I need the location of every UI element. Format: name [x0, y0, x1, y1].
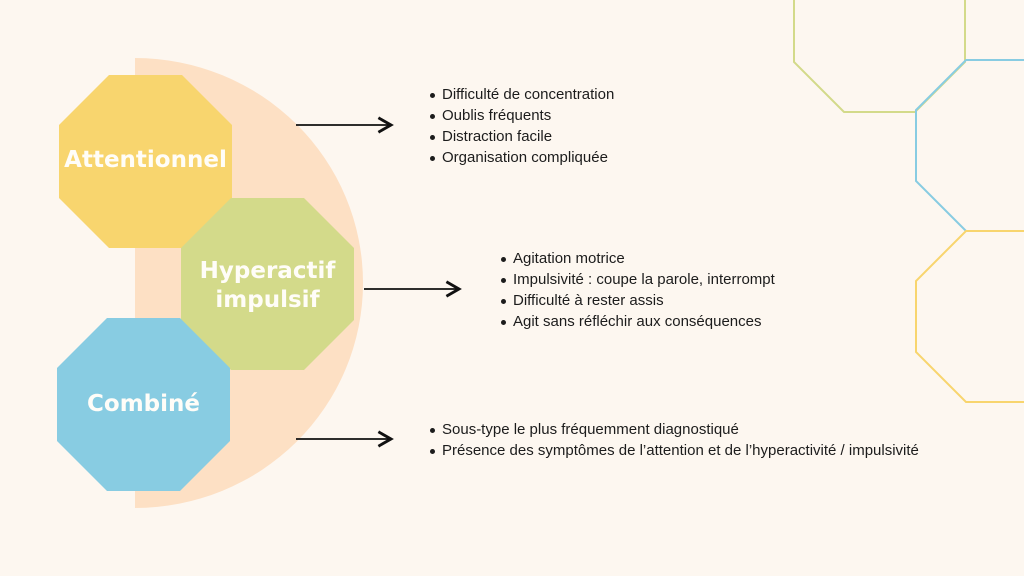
- decor-octagon-green: [793, 0, 966, 113]
- type-name-line1: Hyperactif: [199, 258, 336, 285]
- decor-octagon-blue: [915, 59, 1024, 232]
- type-name-line2: impulsif: [215, 287, 320, 313]
- octagon-hyperactif: [181, 198, 354, 370]
- list-item: Agit sans réfléchir aux conséquences: [501, 311, 775, 332]
- list-item: Distraction facile: [429, 126, 614, 147]
- list-item: Difficulté de concentration: [429, 86, 615, 103]
- symptoms-attentionnel: Difficulté de concentration Oublis fréqu…: [429, 84, 615, 168]
- list-item: Présence des symptômes de l’attention et…: [430, 442, 919, 459]
- type-name: Combiné: [87, 390, 200, 417]
- symptoms-combine: Sous-type le plus fréquemment diagnostiq…: [430, 419, 919, 461]
- symptoms-hyperactif: Agitation motrice Impulsivité : coupe la…: [501, 248, 775, 332]
- list-item: Agitation motrice: [501, 248, 775, 269]
- list-item: Difficulté à rester assis: [501, 290, 775, 311]
- list-item: Organisation compliquée: [429, 147, 614, 168]
- list-item: Impulsivité : coupe la parole, interromp…: [501, 271, 775, 288]
- list-item: Sous-type le plus fréquemment diagnostiq…: [430, 419, 919, 440]
- label-combine: Combiné: [57, 379, 230, 429]
- octagon-combine: [57, 318, 230, 491]
- label-hyperactif: Hyperactif impulsif: [181, 248, 354, 324]
- type-name: Attentionnel: [64, 146, 227, 173]
- label-attentionnel: Attentionnel: [59, 135, 232, 185]
- octagon-attentionnel: [59, 75, 232, 248]
- list-item: Oublis fréquents: [429, 105, 614, 126]
- decor-octagon-yellow: [915, 230, 1024, 403]
